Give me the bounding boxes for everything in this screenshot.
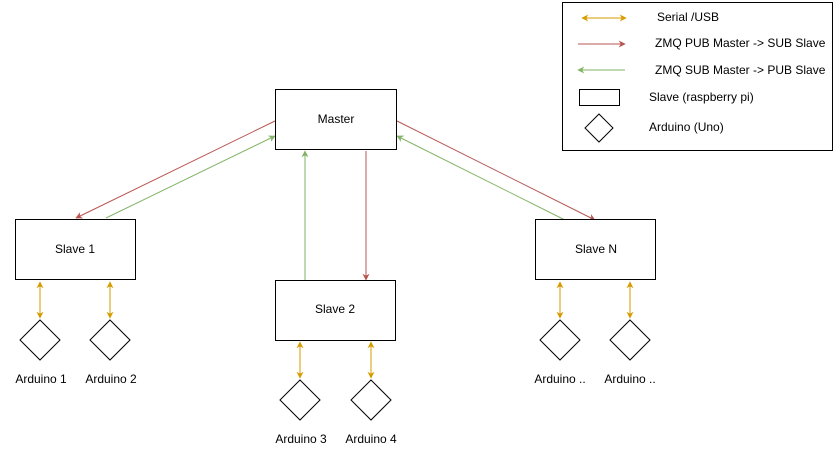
legend-slave-label: Slave (raspberry pi): [649, 90, 754, 104]
legend-arduino-shape: [584, 113, 614, 143]
arduino-6: Arduino ..: [604, 319, 656, 386]
legend: Serial /USB ZMQ PUB Master -> SUB Slave …: [562, 2, 833, 151]
arduino-5-label: Arduino ..: [534, 372, 585, 386]
legend-serial-label: Serial /USB: [657, 10, 719, 24]
arduino-3: Arduino 3: [275, 379, 327, 446]
arduino-1: Arduino 1: [15, 319, 67, 386]
zmq-connections: [75, 120, 596, 281]
arduino-5: Arduino ..: [534, 319, 586, 386]
slaveN-box: [535, 219, 656, 280]
slave1-label: Slave 1: [55, 242, 95, 256]
arduino-6-label: Arduino ..: [604, 372, 655, 386]
slave1-node: Slave 1: [15, 219, 136, 280]
sub-arrow-slave1-to-master: [105, 135, 276, 219]
slave2-box: [275, 280, 396, 341]
arduino-3-shape: [279, 379, 321, 421]
arduino-5-shape: [539, 319, 581, 361]
legend-slave-shape: [579, 89, 620, 106]
master-label: Master: [318, 112, 355, 126]
arduino-1-label: Arduino 1: [15, 372, 67, 386]
legend-arduino-label: Arduino (Uno): [649, 120, 724, 134]
legend-pub-label: ZMQ PUB Master -> SUB Slave: [655, 36, 826, 50]
legend-sub-label: ZMQ SUB Master -> PUB Slave: [655, 63, 826, 77]
arduino-2: Arduino 2: [85, 319, 137, 386]
arduino-2-label: Arduino 2: [85, 372, 137, 386]
master-node: Master: [275, 89, 397, 150]
serial-connections: [36, 281, 634, 379]
master-box: [275, 89, 397, 150]
slave2-label: Slave 2: [315, 302, 355, 316]
sub-arrow-slaveN-to-master: [396, 135, 566, 221]
slave2-node: Slave 2: [275, 280, 396, 341]
arduino-2-shape: [89, 319, 131, 361]
arduino-4-shape: [350, 379, 392, 421]
arduino-1-shape: [19, 319, 61, 361]
arduino-3-label: Arduino 3: [275, 432, 327, 446]
slaveN-node: Slave N: [535, 219, 656, 280]
slave1-box: [15, 219, 136, 280]
pub-arrow-master-to-slave1: [75, 120, 276, 219]
arduino-4-label: Arduino 4: [345, 432, 397, 446]
slaveN-label: Slave N: [575, 242, 617, 256]
arduino-6-shape: [609, 319, 651, 361]
arduino-4: Arduino 4: [345, 379, 397, 446]
pub-arrow-master-to-slaveN: [396, 120, 596, 221]
